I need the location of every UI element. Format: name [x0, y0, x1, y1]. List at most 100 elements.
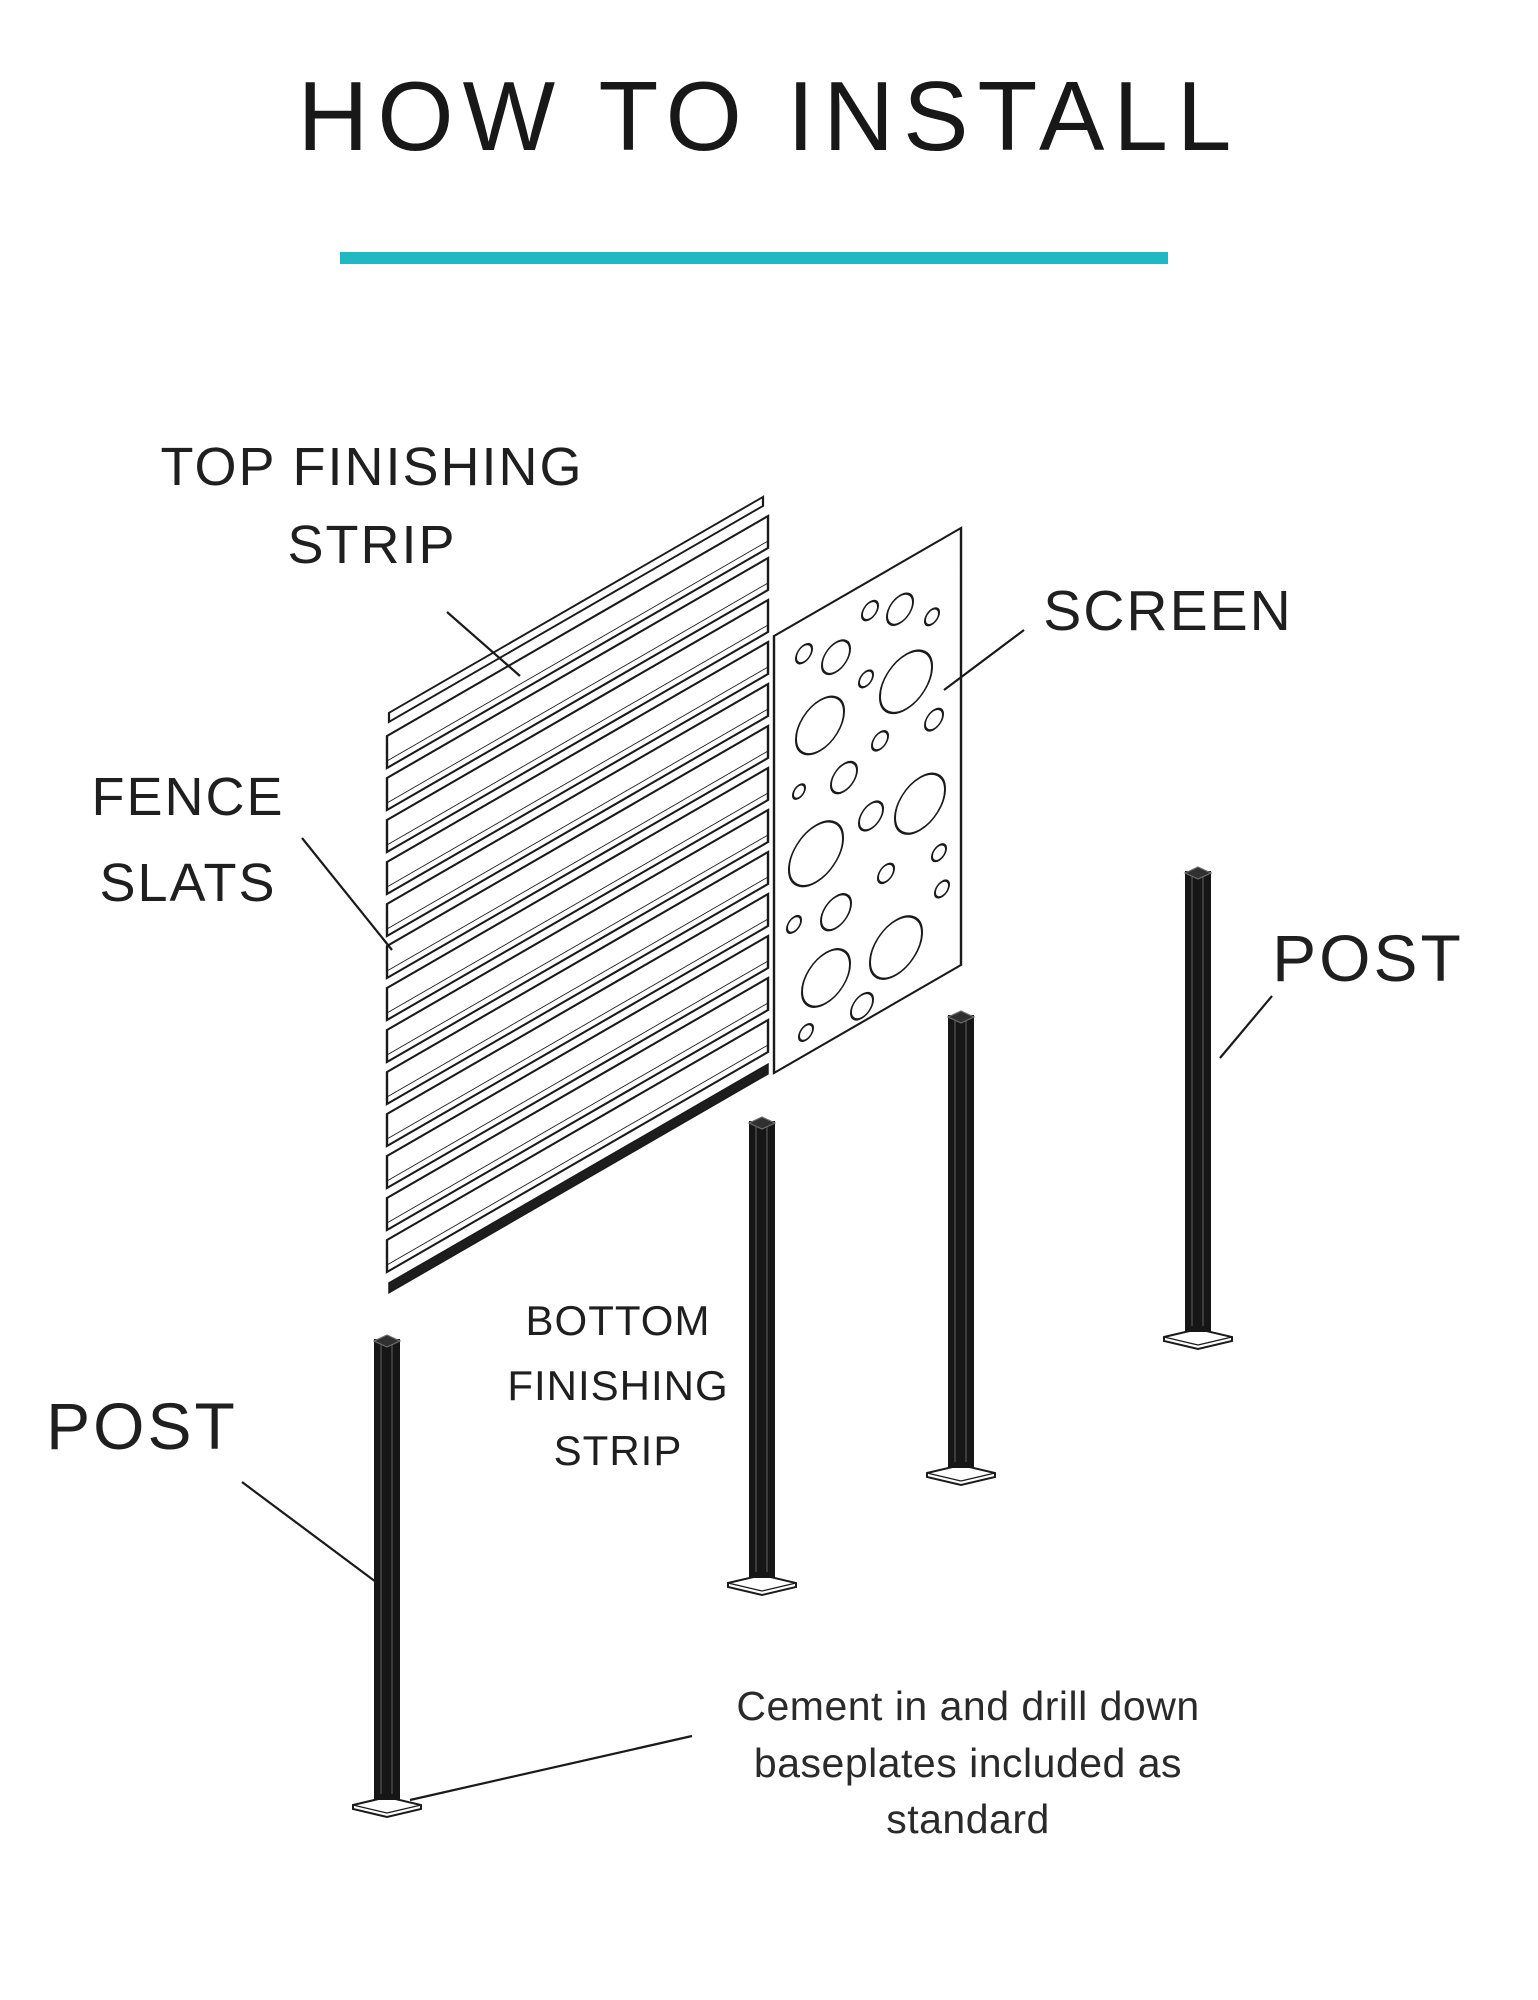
- title-divider: [340, 252, 1168, 264]
- label-line: STRIP: [553, 1427, 683, 1475]
- screen-hole: [858, 800, 884, 832]
- post-top-cap: [1183, 866, 1213, 880]
- baseplate-caption: Cement in and drill down baseplates incl…: [736, 1678, 1199, 1848]
- screen-hole: [869, 915, 923, 980]
- slat-shadow-line: [387, 834, 768, 1056]
- fence-slat: [385, 892, 770, 1148]
- leader-fence-slats: [301, 837, 393, 951]
- fence-slat: [385, 766, 770, 1022]
- label-top-finishing-strip: TOP FINISHING STRIP: [160, 428, 583, 585]
- baseplate-edge: [727, 1582, 763, 1592]
- slat-shadow-line: [387, 624, 768, 846]
- screen-hole: [795, 642, 813, 665]
- fence-slat: [385, 640, 770, 896]
- caption-line: standard: [886, 1796, 1050, 1843]
- post-body: [374, 1339, 400, 1800]
- slat-shadow-line: [387, 582, 768, 804]
- post-body: [948, 1015, 974, 1468]
- post-top-cap: [747, 1116, 777, 1130]
- post-top-cap: [372, 1334, 402, 1348]
- screen-hole: [795, 695, 845, 756]
- leader-post-right: [1219, 995, 1273, 1059]
- baseplate-edge: [926, 1472, 962, 1482]
- baseplate-edge: [352, 1804, 388, 1814]
- screen-hole: [786, 914, 802, 934]
- fence-slat: [385, 556, 770, 812]
- slat-shadow-line: [387, 666, 768, 888]
- label-post-left: POST: [46, 1388, 238, 1464]
- label-line: FENCE: [91, 767, 285, 827]
- baseplate-edge: [1197, 1336, 1233, 1346]
- fence-slat: [385, 850, 770, 1106]
- top-finishing-strip: [387, 495, 765, 724]
- label-line: POST: [46, 1389, 238, 1463]
- caption-line: Cement in and drill down: [736, 1683, 1200, 1729]
- fence-slat-panel: [385, 495, 770, 1295]
- baseplate-edge: [386, 1804, 422, 1814]
- screen-hole: [801, 948, 851, 1008]
- label-line: POST: [1272, 921, 1464, 995]
- screen-hole: [934, 879, 950, 899]
- slat-shadow-line: [387, 708, 768, 930]
- post-front-left: [352, 1334, 422, 1819]
- slat-shadow-line: [387, 876, 768, 1098]
- label-line: TOP FINISHING: [160, 437, 584, 497]
- slat-shadow-line: [387, 918, 768, 1140]
- leader-top-strip: [446, 611, 521, 677]
- slat-shadow-line: [387, 1002, 768, 1224]
- label-line: SCREEN: [1043, 579, 1293, 643]
- fence-slat: [385, 934, 770, 1190]
- screen-hole: [798, 1022, 814, 1043]
- slat-shadow-line: [387, 1044, 768, 1266]
- label-line: SLATS: [99, 853, 277, 914]
- fence-slat: [385, 808, 770, 1064]
- screen-hole: [879, 649, 933, 715]
- slat-shadow-line: [387, 750, 768, 972]
- leader-post-left: [241, 1481, 377, 1583]
- screen-hole: [871, 730, 889, 752]
- screen-hole: [830, 760, 858, 795]
- screen-hole: [886, 592, 914, 626]
- post-body: [749, 1121, 775, 1578]
- baseplate-edge: [960, 1472, 996, 1482]
- fence-slat: [385, 1018, 770, 1274]
- leader-screen: [943, 629, 1025, 691]
- fence-slat: [385, 976, 770, 1232]
- screen-hole: [924, 607, 940, 627]
- fence-slat: [385, 598, 770, 854]
- baseplate-edge: [1163, 1336, 1199, 1346]
- screen-hole: [877, 862, 895, 885]
- screen-hole: [850, 991, 874, 1021]
- post-top-cap: [946, 1010, 976, 1024]
- label-line: BOTTOM: [525, 1297, 711, 1344]
- fence-slat: [385, 514, 770, 770]
- caption-line: baseplates included as: [753, 1739, 1183, 1786]
- screen-hole: [821, 639, 851, 676]
- screen-hole: [820, 893, 852, 932]
- screen-hole: [931, 843, 947, 863]
- screen-hole: [861, 599, 879, 622]
- screen-hole: [894, 772, 946, 835]
- post-mid-left: [727, 1116, 797, 1597]
- post-body: [1185, 871, 1211, 1332]
- fence-slat: [385, 724, 770, 980]
- leader-caption: [409, 1734, 693, 1802]
- screen-hole: [788, 820, 844, 888]
- page-title: HOW TO INSTALL: [297, 61, 1241, 171]
- baseplate-edge: [761, 1582, 797, 1592]
- slat-shadow-line: [387, 792, 768, 1014]
- screen-hole: [858, 669, 874, 689]
- fence-slat: [385, 682, 770, 938]
- screen-panel: [772, 526, 963, 1075]
- post-back-right: [1163, 866, 1233, 1351]
- screen-hole: [792, 783, 806, 800]
- label-line: FINISHING: [507, 1362, 729, 1410]
- label-line: STRIP: [287, 515, 457, 576]
- label-bottom-finishing-strip: BOTTOM FINISHING STRIP: [507, 1288, 728, 1483]
- label-screen: SCREEN: [1043, 578, 1293, 644]
- bottom-finishing-strip: [388, 1062, 769, 1295]
- screen-hole: [924, 707, 944, 732]
- post-mid-right: [926, 1010, 996, 1487]
